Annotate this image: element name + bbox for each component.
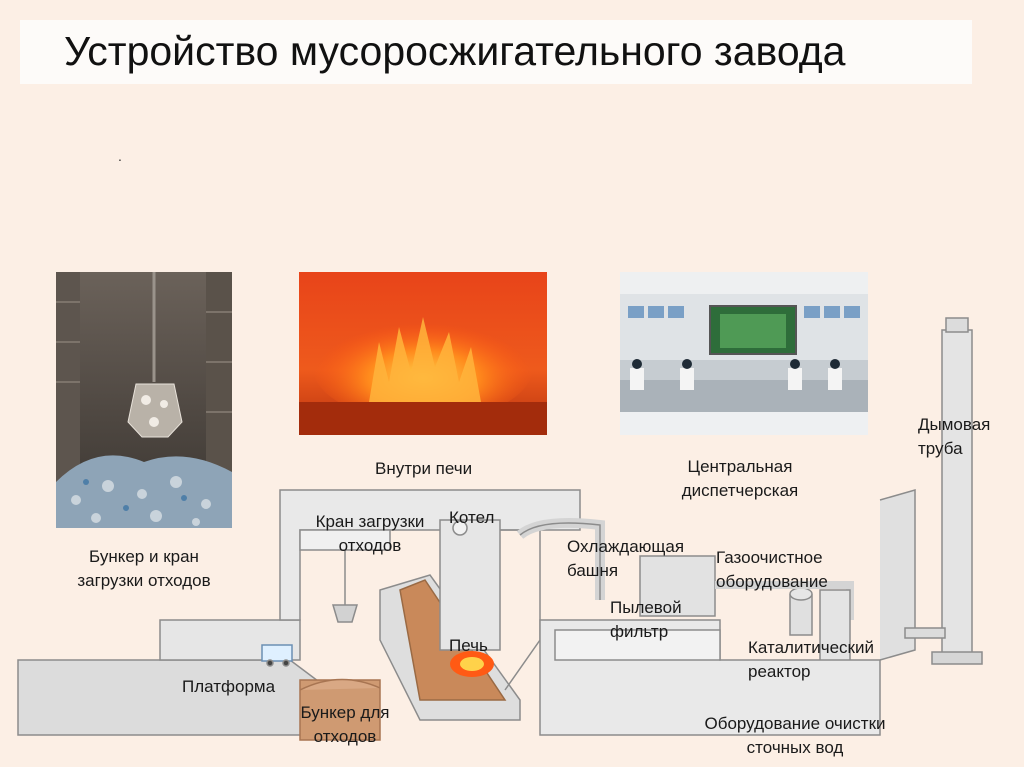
bunker-crane-photo [56, 272, 232, 528]
label-platform: Платформа [182, 677, 276, 696]
label-furnace: Печь [449, 636, 488, 655]
label-boiler: Котел [449, 508, 495, 527]
inside-furnace-photo [299, 272, 547, 435]
title-banner [20, 20, 972, 84]
control-room-photo [620, 272, 868, 435]
page-title: Устройство мусоросжигательного завода [64, 28, 846, 74]
subtitle-mark: . [118, 148, 122, 164]
label-inside-furnace: Внутри печи [375, 459, 473, 478]
